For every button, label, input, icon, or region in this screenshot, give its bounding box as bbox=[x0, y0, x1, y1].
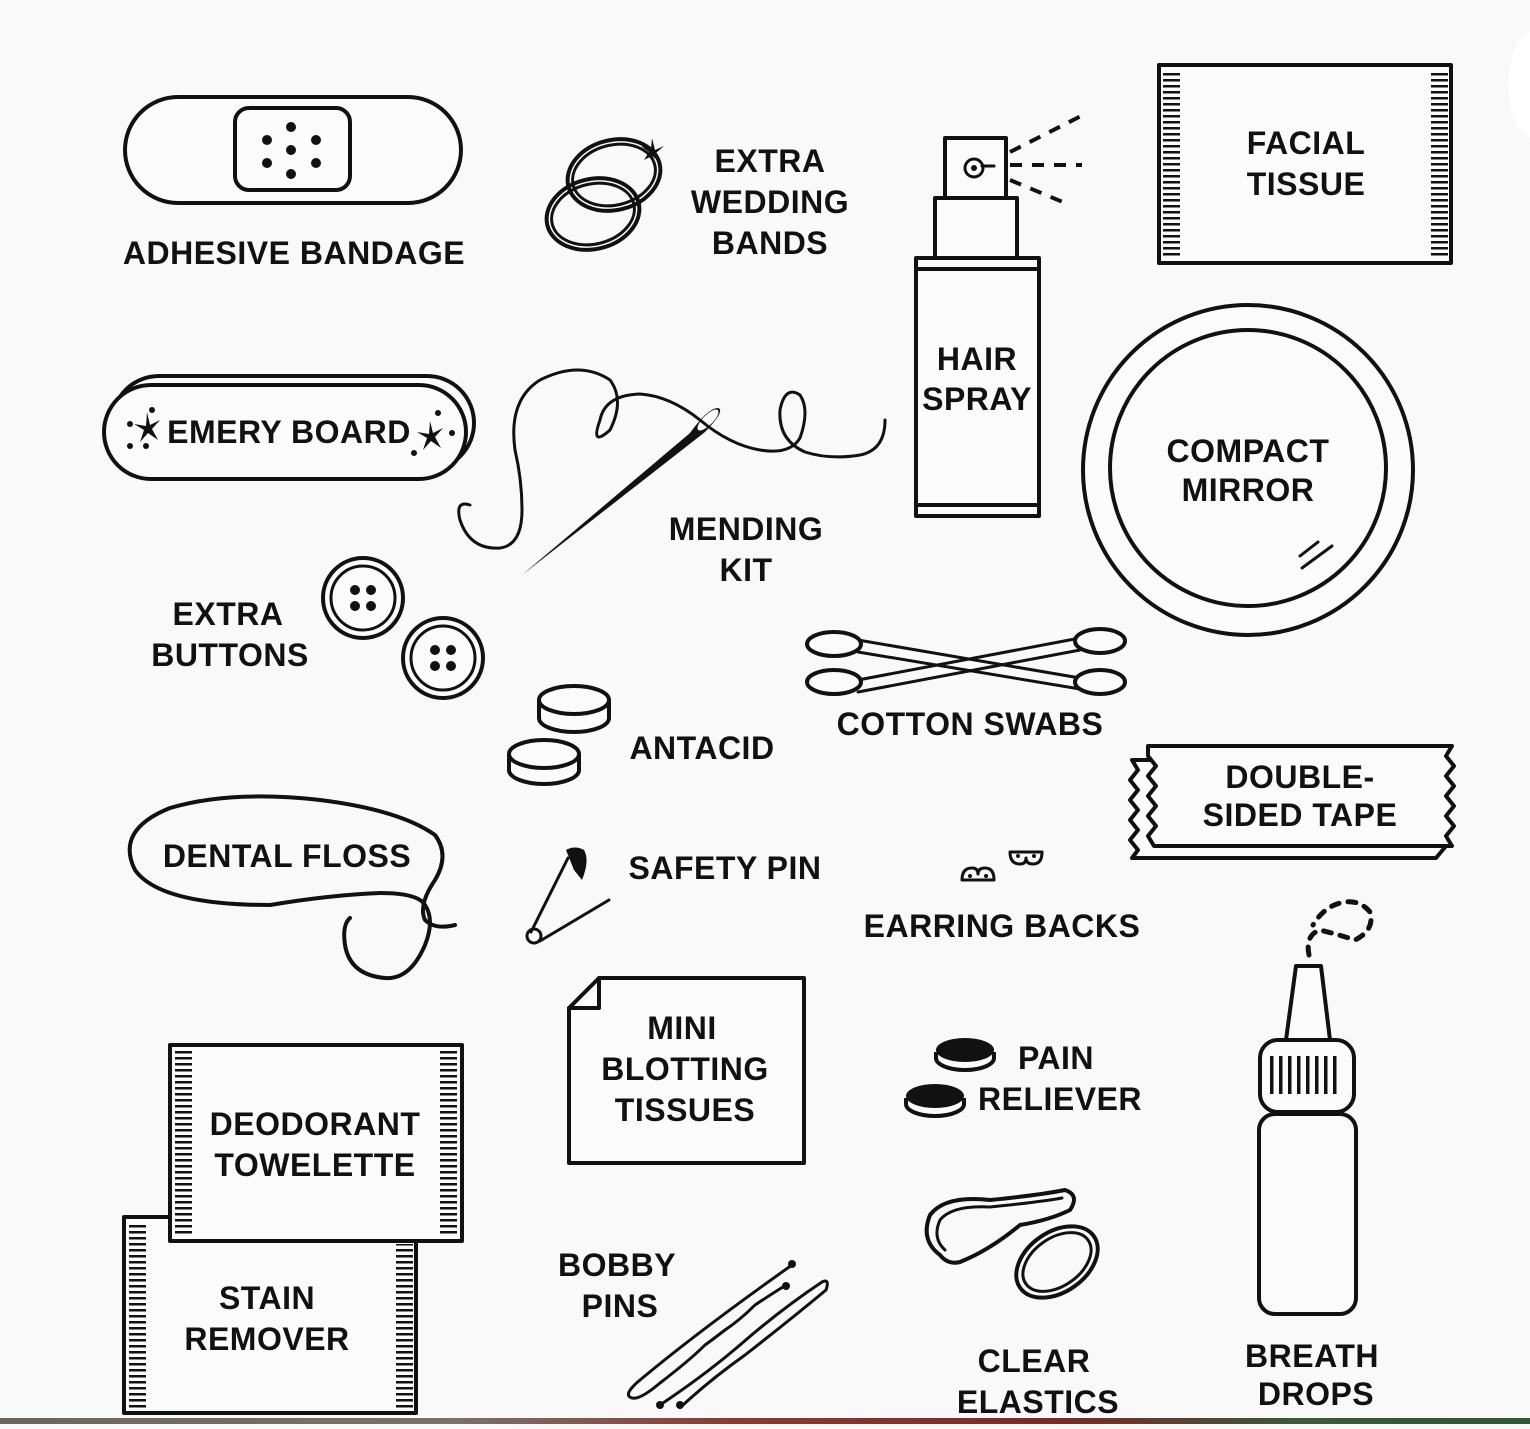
dropper-bottle-icon bbox=[1257, 899, 1374, 1316]
label-stain-remover-1: STAIN bbox=[219, 1280, 315, 1316]
cotton-swabs-icon bbox=[805, 627, 1127, 696]
buttons-icon bbox=[321, 556, 485, 700]
corner-decoration bbox=[1508, 30, 1530, 140]
label-bobby-pins-1: BOBBY bbox=[558, 1247, 676, 1283]
label-bobby-pins-2: PINS bbox=[582, 1288, 659, 1324]
label-wedding-bands-2: WEDDING bbox=[691, 184, 849, 220]
emery-board-icon bbox=[102, 374, 476, 481]
item-mending-kit: MENDING KIT bbox=[457, 368, 887, 588]
mirror-icon bbox=[1081, 303, 1415, 637]
label-antacid: ANTACID bbox=[629, 730, 774, 766]
item-pain-reliever: PAIN RELIEVER bbox=[904, 1038, 1142, 1118]
item-emery-board: EMERY BOARD bbox=[102, 374, 476, 481]
bobby-pins-icon bbox=[626, 1260, 829, 1409]
item-clear-elastics: CLEAR ELASTICS bbox=[924, 1188, 1119, 1420]
label-breath-drops-2: DROPS bbox=[1258, 1376, 1374, 1412]
stain-remover-packet-icon bbox=[122, 1215, 418, 1415]
towelette-packet-icon bbox=[168, 1043, 464, 1243]
label-blotting-tissues-2: BLOTTING bbox=[601, 1051, 769, 1087]
label-safety-pin: SAFETY PIN bbox=[629, 850, 822, 886]
cap-ridges bbox=[1270, 1056, 1337, 1094]
item-facial-tissue: FACIAL TISSUE bbox=[1157, 63, 1453, 265]
item-adhesive-bandage: ADHESIVE BANDAGE bbox=[123, 95, 465, 271]
spray-bottle-icon bbox=[914, 113, 1084, 518]
item-safety-pin: SAFETY PIN bbox=[525, 847, 822, 945]
left-margin bbox=[0, 0, 100, 1424]
item-earring-backs: EARRING BACKS bbox=[864, 850, 1141, 944]
label-double-sided-tape-1: DOUBLE- bbox=[1225, 759, 1374, 795]
label-emery-board: EMERY BOARD bbox=[167, 414, 411, 450]
item-wedding-bands: EXTRA WEDDING BANDS bbox=[544, 137, 849, 261]
item-hair-spray: HAIR SPRAY bbox=[914, 113, 1084, 518]
label-dental-floss: DENTAL FLOSS bbox=[163, 838, 411, 874]
label-compact-mirror-2: MIRROR bbox=[1182, 472, 1315, 508]
label-pain-reliever-2: RELIEVER bbox=[978, 1081, 1142, 1117]
label-stain-remover-2: REMOVER bbox=[184, 1321, 349, 1357]
label-facial-tissue-2: TISSUE bbox=[1247, 166, 1366, 202]
label-facial-tissue-1: FACIAL bbox=[1247, 125, 1366, 161]
item-extra-buttons: EXTRA BUTTONS bbox=[151, 556, 485, 700]
item-dental-floss: DENTAL FLOSS bbox=[127, 794, 457, 981]
item-bobby-pins: BOBBY PINS bbox=[558, 1247, 829, 1409]
needle-thread-icon bbox=[457, 368, 887, 575]
blotting-paper-icon bbox=[567, 976, 806, 1165]
label-clear-elastics-2: ELASTICS bbox=[957, 1384, 1119, 1420]
label-breath-drops-1: BREATH bbox=[1245, 1338, 1379, 1374]
bandage-icon bbox=[123, 95, 463, 205]
tissue-packet-icon bbox=[1157, 63, 1453, 265]
label-mending-kit-2: KIT bbox=[719, 552, 772, 588]
safety-pin-icon bbox=[525, 847, 611, 945]
item-blotting-tissues: MINI BLOTTING TISSUES bbox=[567, 976, 806, 1165]
label-hair-spray-1: HAIR bbox=[937, 341, 1017, 377]
label-mending-kit-1: MENDING bbox=[669, 511, 824, 547]
rings-icon bbox=[544, 137, 664, 252]
label-wedding-bands-1: EXTRA bbox=[715, 143, 826, 179]
elastics-icon bbox=[924, 1188, 1100, 1300]
earring-backs-icon bbox=[960, 850, 1044, 882]
label-double-sided-tape-2: SIDED TAPE bbox=[1203, 797, 1398, 833]
item-stain-remover: STAIN REMOVER bbox=[122, 1215, 418, 1415]
floss-icon bbox=[127, 794, 457, 981]
item-cotton-swabs: COTTON SWABS bbox=[805, 627, 1127, 742]
label-adhesive-bandage: ADHESIVE BANDAGE bbox=[123, 235, 465, 271]
item-compact-mirror: COMPACT MIRROR bbox=[1081, 303, 1415, 637]
label-extra-buttons-1: EXTRA bbox=[173, 596, 284, 632]
label-compact-mirror-1: COMPACT bbox=[1167, 433, 1330, 469]
label-pain-reliever-1: PAIN bbox=[1018, 1040, 1094, 1076]
tablets-icon bbox=[507, 684, 611, 786]
pills-icon bbox=[904, 1038, 996, 1118]
item-deodorant-towelette: DEODORANT TOWELETTE bbox=[168, 1043, 464, 1243]
label-cotton-swabs: COTTON SWABS bbox=[837, 706, 1104, 742]
item-breath-drops: BREATH DROPS bbox=[1245, 899, 1379, 1412]
label-blotting-tissues-3: TISSUES bbox=[615, 1092, 755, 1128]
item-antacid: ANTACID bbox=[507, 684, 774, 786]
label-clear-elastics-1: CLEAR bbox=[978, 1343, 1091, 1379]
label-earring-backs: EARRING BACKS bbox=[864, 908, 1141, 944]
tape-icon bbox=[1128, 744, 1456, 860]
label-hair-spray-2: SPRAY bbox=[922, 381, 1032, 417]
item-double-sided-tape: DOUBLE- SIDED TAPE bbox=[1128, 744, 1456, 860]
bottom-photo-strip bbox=[0, 1418, 1530, 1424]
label-wedding-bands-3: BANDS bbox=[712, 225, 828, 261]
label-deodorant-towelette-1: DEODORANT bbox=[210, 1106, 421, 1142]
label-deodorant-towelette-2: TOWELETTE bbox=[214, 1147, 415, 1183]
label-extra-buttons-2: BUTTONS bbox=[151, 637, 309, 673]
label-blotting-tissues-1: MINI bbox=[647, 1010, 717, 1046]
